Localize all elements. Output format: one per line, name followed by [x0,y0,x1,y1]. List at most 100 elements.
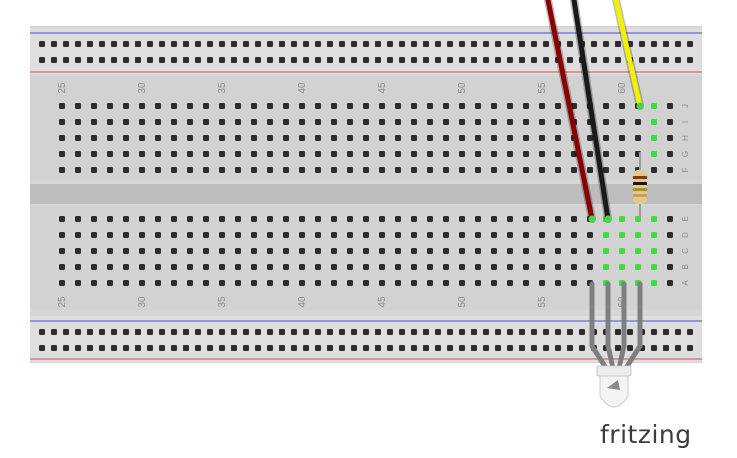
resistor-band [633,194,647,197]
rail-hole [171,329,177,335]
rail-hole [651,329,657,335]
row-letter-label: B [681,264,690,269]
hole [635,119,641,125]
hole [379,119,385,125]
hole [59,151,65,157]
hole [475,216,481,222]
black-wire-end [604,215,612,223]
rail-hole [495,329,501,335]
hole [187,151,193,157]
led-leg-1 [589,281,609,371]
hole [171,135,177,141]
hole [379,151,385,157]
rail-hole [147,57,153,63]
hole [379,167,385,173]
rail-hole [315,329,321,335]
rail-hole [615,345,621,351]
rail-hole [279,41,285,47]
hole [571,103,577,109]
hole [315,135,321,141]
hole [587,264,593,270]
black-wire [571,0,611,222]
hole [587,248,593,254]
hole [91,167,97,173]
rail-hole [63,345,69,351]
hole [491,151,497,157]
rail-hole [471,345,477,351]
hole [539,167,545,173]
hole [539,151,545,157]
hole [155,151,161,157]
rail-hole [447,57,453,63]
rail-hole [327,41,333,47]
rail-hole [123,57,129,63]
hole [91,216,97,222]
hole [59,135,65,141]
hole [91,264,97,270]
rail-hole [123,329,129,335]
top-power-rail [30,28,702,74]
hole [235,264,241,270]
rail-hole [459,345,465,351]
hole [555,135,561,141]
rail-hole [327,57,333,63]
hole [427,103,433,109]
hole [219,216,225,222]
hole [267,119,273,125]
hole [139,248,145,254]
column-number-label: 35 [217,296,228,308]
hole [283,232,289,238]
rail-hole [243,345,249,351]
hole [459,248,465,254]
hole [123,280,129,286]
row-letter-label: A [681,280,690,286]
rail-hole [267,329,273,335]
hole [331,248,337,254]
hole [299,232,305,238]
rail-hole [39,329,45,335]
rail-hole [447,41,453,47]
hole [347,248,353,254]
hole [251,216,257,222]
hole [427,135,433,141]
rail-hole [63,41,69,47]
hole [251,119,257,125]
hole [331,232,337,238]
hole [299,216,305,222]
rail-hole [63,57,69,63]
hole [459,264,465,270]
hole [667,232,673,238]
hole [539,232,545,238]
hole [491,103,497,109]
rgb-led [596,365,632,408]
hole [459,119,465,125]
hole [347,135,353,141]
hole [619,135,625,141]
rail-hole [279,329,285,335]
hole [507,151,513,157]
rail-hole [207,57,213,63]
rail-hole [615,57,621,63]
hole [283,103,289,109]
rail-hole [579,329,585,335]
connected-hole [651,135,657,141]
hole [635,135,641,141]
hole [363,280,369,286]
hole [155,232,161,238]
hole [459,167,465,173]
hole [443,151,449,157]
rail-hole [279,345,285,351]
hole [523,103,529,109]
hole [75,135,81,141]
hole [667,103,673,109]
rail-hole [195,329,201,335]
rail-hole [195,41,201,47]
rail-hole [615,41,621,47]
hole [395,216,401,222]
led-dome [599,375,629,408]
hole [187,119,193,125]
rail-hole [387,41,393,47]
hole [155,167,161,173]
rail-hole [495,345,501,351]
rail-hole [639,57,645,63]
